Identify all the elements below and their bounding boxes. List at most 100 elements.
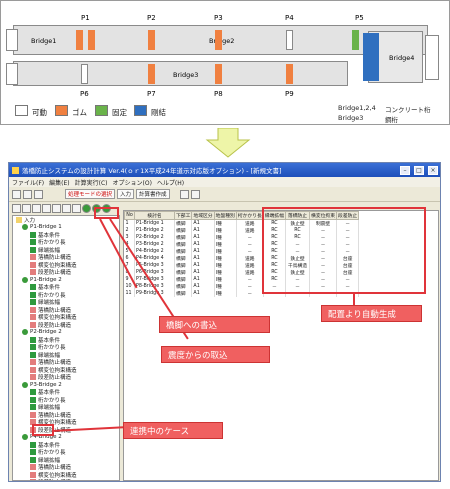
grid-cell[interactable]: －	[336, 283, 360, 290]
grid-cell[interactable]: 橋脚	[174, 276, 193, 283]
grid-cell[interactable]: RC	[263, 262, 287, 269]
minimize-button[interactable]: –	[400, 165, 410, 175]
grid-cell[interactable]: 橋脚	[174, 255, 193, 262]
grid-cell[interactable]: RC	[263, 241, 287, 248]
grid-cell[interactable]: －	[263, 283, 287, 290]
grid-cell[interactable]: －	[285, 248, 311, 255]
grid-cell[interactable]: A1	[191, 283, 215, 290]
grid-cell[interactable]: 千鳥構造	[285, 262, 311, 269]
grid-cell[interactable]: RC	[263, 276, 287, 283]
grid-cell[interactable]: －	[336, 276, 360, 283]
grid-cell[interactable]: RC	[263, 219, 287, 227]
grid-cell[interactable]: 橋脚	[174, 262, 193, 269]
grid-cell[interactable]: Ⅰ種	[214, 248, 237, 255]
grid-cell[interactable]: 鉄止壁	[285, 269, 311, 276]
tree-item[interactable]: 段差防止構造	[13, 479, 119, 480]
grid-cell[interactable]: P6-Bridge 3	[134, 269, 175, 276]
grid-cell[interactable]: 橋脚	[174, 234, 193, 241]
grid-cell[interactable]: －	[236, 234, 264, 241]
grid-cell[interactable]: 台座	[336, 269, 360, 276]
grid-cell[interactable]: RC	[285, 234, 311, 241]
grid-header-cell[interactable]: 桁かかり長	[235, 211, 264, 220]
grid-cell[interactable]: P2-Bridge 2	[134, 234, 175, 241]
grid-cell[interactable]: －	[309, 283, 338, 290]
grid-cell[interactable]: Ⅰ種	[214, 227, 237, 234]
grid-cell[interactable]: RC	[263, 255, 287, 262]
menu-options[interactable]: オプション(O)	[112, 179, 152, 187]
grid-header-cell[interactable]: 地盤種別	[213, 211, 237, 220]
tree-item[interactable]: 縁端拡幅	[13, 404, 119, 411]
grid-cell[interactable]: RC	[263, 269, 287, 276]
grid-cell[interactable]: RC	[263, 227, 287, 234]
move-down-icon[interactable]	[62, 203, 71, 213]
grid-cell[interactable]: A1	[191, 255, 215, 262]
grid-cell[interactable]: P4-Bridge 4	[134, 255, 175, 262]
grid-cell[interactable]: P7-Bridge 3	[134, 276, 175, 283]
grid-cell[interactable]: A1	[191, 241, 215, 248]
grid-cell[interactable]: 橋脚	[174, 248, 193, 255]
grid-cell[interactable]: 制震壁	[309, 219, 338, 227]
grid-cell[interactable]: 道路	[236, 227, 264, 234]
tree-item[interactable]: 横変位拘束構造	[13, 366, 119, 374]
grid-header-cell[interactable]: 検討名	[134, 211, 175, 220]
grid-cell[interactable]: －	[309, 276, 338, 283]
tree-item[interactable]: 縁端拡幅	[13, 299, 119, 306]
sort-icon[interactable]	[72, 203, 81, 213]
tree-item[interactable]: 基本条件	[13, 284, 119, 291]
grid-cell[interactable]: A1	[191, 269, 215, 276]
grid-cell[interactable]: －	[336, 241, 360, 248]
grid-cell[interactable]: －	[309, 255, 338, 262]
grid-cell[interactable]: RC	[263, 248, 287, 255]
tree-group-node[interactable]: P4-Bridge 2	[13, 434, 119, 442]
tree-item[interactable]: 桁かかり長	[13, 291, 119, 299]
tree-item[interactable]: 落橋防止構造	[13, 359, 119, 366]
grid-cell[interactable]: P1-Bridge 2	[134, 227, 175, 234]
tree-group-node[interactable]: P1-Bridge 1	[13, 224, 119, 232]
grid-cell[interactable]: Ⅰ種	[214, 241, 237, 248]
grid-cell[interactable]: Ⅰ種	[214, 234, 237, 241]
grid-cell[interactable]: 道路	[236, 255, 264, 262]
tree-tool-icon-2[interactable]	[22, 203, 31, 213]
input-tab[interactable]: 入力	[117, 189, 135, 199]
grid-cell[interactable]: 道路	[236, 219, 264, 227]
grid-cell[interactable]: P4-Bridge 2	[134, 248, 175, 255]
grid-cell[interactable]: －	[309, 241, 338, 248]
grid-cell[interactable]: 鉄止壁	[285, 219, 311, 227]
grid-cell[interactable]: －	[236, 276, 264, 283]
tree-item[interactable]: 段差防止構造	[13, 269, 119, 276]
tree-item[interactable]: 桁かかり長	[13, 344, 119, 351]
menu-calc[interactable]: 計算実行(C)	[74, 179, 108, 187]
grid-cell[interactable]: －	[309, 248, 338, 255]
grid-header-cell[interactable]: No	[124, 211, 135, 220]
grid-cell[interactable]: 橋脚	[174, 241, 193, 248]
tree-root[interactable]: 入力	[13, 216, 119, 224]
help-icon[interactable]	[179, 189, 189, 199]
grid-cell[interactable]: －	[336, 227, 360, 234]
grid-cell[interactable]: 橋脚	[174, 227, 193, 234]
grid-cell[interactable]: Ⅰ種	[214, 262, 237, 269]
tree-item[interactable]: 横変位拘束構造	[13, 261, 119, 269]
menu-edit[interactable]: 編集(E)	[49, 179, 70, 187]
new-file-icon[interactable]	[12, 189, 21, 199]
grid-cell[interactable]: 道路	[236, 269, 264, 276]
tree-item[interactable]: 桁かかり長	[13, 449, 119, 456]
open-file-icon[interactable]	[23, 189, 32, 199]
tree-item[interactable]: 段差防止構造	[13, 374, 119, 381]
grid-cell[interactable]: －	[236, 241, 264, 248]
tree-item[interactable]: 基本条件	[13, 231, 119, 239]
grid-cell[interactable]: A1	[191, 219, 215, 227]
close-button[interactable]: ×	[428, 165, 438, 175]
grid-cell[interactable]: －	[336, 248, 360, 255]
grid-cell[interactable]: 9	[124, 276, 135, 283]
grid-cell[interactable]: 1	[124, 219, 135, 227]
grid-cell[interactable]: 11	[124, 290, 135, 297]
grid-cell[interactable]: P3-Bridge 2	[134, 241, 175, 248]
tree-tool-icon-1[interactable]	[12, 203, 21, 213]
grid-cell[interactable]: 3	[124, 234, 135, 241]
tree-item[interactable]: 基本条件	[13, 441, 119, 449]
grid-cell[interactable]: －	[285, 283, 311, 290]
